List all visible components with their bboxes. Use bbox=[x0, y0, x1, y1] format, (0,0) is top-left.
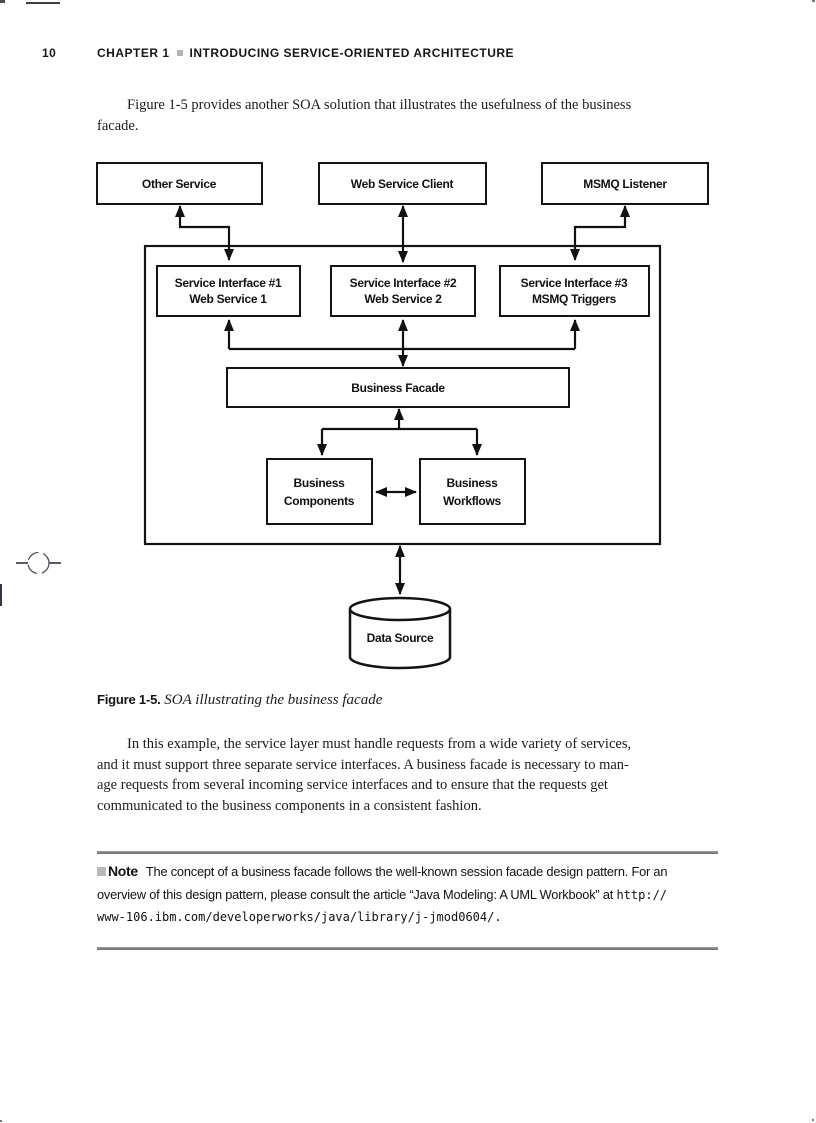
node-service-interface-2: Service Interface #2 Web Service 2 bbox=[330, 265, 476, 317]
node-msmq-listener: MSMQ Listener bbox=[541, 162, 709, 205]
chapter-header: CHAPTER 1 INTRODUCING SERVICE-ORIENTED AR… bbox=[97, 46, 514, 60]
body-paragraph: In this example, the service layer must … bbox=[97, 734, 737, 816]
intro-line-1: Figure 1-5 provides another SOA solution… bbox=[127, 97, 632, 113]
body-line-4: communicated to the business components … bbox=[97, 797, 482, 814]
registration-mark-icon bbox=[16, 551, 61, 575]
note-label: Note bbox=[108, 863, 138, 879]
note-square-icon bbox=[97, 867, 106, 876]
svg-text:Web Service Client: Web Service Client bbox=[351, 177, 454, 191]
svg-text:Components: Components bbox=[284, 494, 355, 508]
note-text-1: The concept of a business facade follows… bbox=[145, 864, 668, 879]
page-number: 10 bbox=[42, 46, 57, 60]
svg-text:Service Interface #1: Service Interface #1 bbox=[175, 276, 282, 290]
body-line-2: and it must support three separate servi… bbox=[97, 756, 629, 773]
svg-text:Service Interface #2: Service Interface #2 bbox=[350, 276, 457, 290]
svg-text:Web Service 1: Web Service 1 bbox=[189, 292, 267, 306]
note-line-2: overview of this design pattern, please … bbox=[97, 884, 737, 907]
chapter-title: INTRODUCING SERVICE-ORIENTED ARCHITECTUR… bbox=[189, 46, 515, 60]
node-service-interface-3: Service Interface #3 MSMQ Triggers bbox=[499, 265, 650, 317]
intro-paragraph: Figure 1-5 provides another SOA solution… bbox=[97, 95, 737, 136]
square-separator-icon bbox=[176, 50, 183, 56]
svg-text:Business: Business bbox=[294, 476, 346, 490]
svg-text:Other Service: Other Service bbox=[142, 177, 217, 191]
figure-caption-label: Figure 1-5. bbox=[97, 692, 161, 707]
cylinder-top-icon bbox=[348, 596, 452, 622]
trim-dot-top-right bbox=[812, 0, 815, 2]
trim-dot-bottom-left bbox=[0, 1120, 2, 1122]
connector-msmq-listener bbox=[570, 205, 630, 261]
connector-other-service bbox=[175, 205, 234, 261]
node-business-facade: Business Facade bbox=[226, 367, 570, 408]
svg-text:Service Interface #3: Service Interface #3 bbox=[521, 276, 628, 290]
note-text-2: overview of this design pattern, please … bbox=[97, 886, 617, 902]
svg-text:Business Facade: Business Facade bbox=[351, 381, 445, 395]
node-business-components: Business Components bbox=[266, 458, 373, 525]
node-business-workflows: Business Workflows bbox=[419, 458, 526, 525]
svg-text:MSMQ Triggers: MSMQ Triggers bbox=[532, 292, 617, 306]
note-callout: Note The concept of a business facade fol… bbox=[97, 860, 737, 929]
trim-dot-bottom-right bbox=[812, 1119, 814, 1121]
node-data-source: Data Source bbox=[348, 596, 452, 670]
svg-text:Business: Business bbox=[447, 476, 499, 490]
note-url-part-2: www-106.ibm.com/developerworks/java/libr… bbox=[97, 910, 502, 924]
trim-tick-left-edge bbox=[0, 584, 2, 606]
note-line-3: www-106.ibm.com/developerworks/java/libr… bbox=[97, 906, 737, 929]
svg-text:Data Source: Data Source bbox=[367, 631, 434, 645]
node-service-interface-1: Service Interface #1 Web Service 1 bbox=[156, 265, 301, 317]
body-line-3: age requests from several incoming servi… bbox=[97, 777, 608, 793]
note-line-1: Note The concept of a business facade fol… bbox=[97, 860, 737, 884]
figure-1-5-diagram: Other Service Web Service Client MSMQ Li… bbox=[90, 155, 715, 680]
node-web-service-client: Web Service Client bbox=[318, 162, 487, 205]
intro-line-2: facade. bbox=[97, 117, 139, 134]
trim-mark-corner bbox=[0, 0, 5, 3]
figure-caption-text: SOA illustrating the business facade bbox=[160, 692, 383, 708]
chapter-label: CHAPTER 1 bbox=[97, 46, 170, 60]
svg-text:MSMQ Listener: MSMQ Listener bbox=[583, 177, 667, 191]
svg-text:Workflows: Workflows bbox=[443, 494, 501, 508]
note-rule-top bbox=[97, 851, 718, 854]
note-url-part-1: http:// bbox=[616, 887, 668, 902]
figure-caption: Figure 1-5. SOA illustrating the busines… bbox=[97, 691, 382, 709]
svg-text:Web Service 2: Web Service 2 bbox=[364, 292, 442, 306]
soa-diagram-svg: Other Service Web Service Client MSMQ Li… bbox=[96, 162, 709, 670]
body-line-1: In this example, the service layer must … bbox=[127, 736, 632, 752]
note-rule-bottom bbox=[97, 947, 718, 950]
node-other-service: Other Service bbox=[96, 162, 263, 205]
trim-mark-top bbox=[26, 2, 60, 4]
